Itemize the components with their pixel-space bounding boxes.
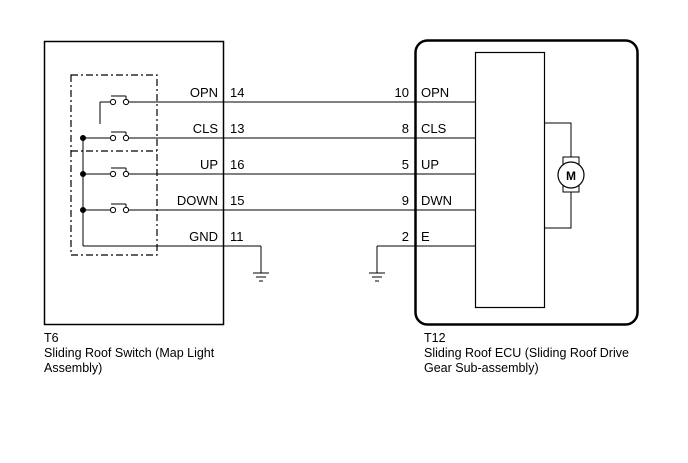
switch-pin-number: 14 — [230, 85, 244, 100]
switch-pin-number: 13 — [230, 121, 244, 136]
switch-contact-icon — [100, 95, 223, 106]
switch-pin-label: DOWN — [177, 193, 218, 208]
switch-internal-wiring — [82, 102, 223, 247]
switch-unit-code: T6 — [44, 331, 59, 345]
motor-label: M — [566, 169, 576, 183]
switch-pin-label: UP — [200, 157, 218, 172]
ecu-pin-number: 10 — [395, 85, 409, 100]
ecu-unit-name-line1: Sliding Roof ECU (Sliding Roof Drive — [424, 346, 629, 360]
motor-circuit — [545, 122, 572, 229]
ecu-pin-number: 5 — [402, 157, 409, 172]
ground-icon — [253, 272, 269, 282]
motor-icon: M — [557, 156, 585, 193]
switch-enclosure — [70, 74, 158, 256]
ground-icon — [369, 272, 385, 282]
switch-unit-name-line1: Sliding Roof Switch (Map Light — [44, 346, 215, 360]
ecu-internal-block — [474, 51, 546, 309]
switch-unit-caption: T6 Sliding Roof Switch (Map Light Assemb… — [44, 331, 214, 376]
ecu-unit-caption: T12 Sliding Roof ECU (Sliding Roof Drive… — [424, 331, 629, 376]
ecu-unit-box — [414, 39, 639, 326]
switch-contact-icon — [80, 203, 223, 214]
switch-unit-name-line2: Assembly) — [44, 361, 103, 375]
harness-wires — [223, 101, 415, 211]
switch-unit-box — [43, 40, 225, 326]
switch-contact-icon — [80, 167, 223, 178]
ecu-pin-number: 2 — [402, 229, 409, 244]
ecu-pin-stubs — [415, 101, 475, 247]
ecu-pin-number: 8 — [402, 121, 409, 136]
switch-pin-number: 15 — [230, 193, 244, 208]
switch-pin-number: 16 — [230, 157, 244, 172]
ecu-pin-label: CLS — [421, 121, 447, 136]
switch-pin-label: GND — [189, 229, 218, 244]
switch-pin-label: OPN — [190, 85, 218, 100]
ecu-pin-label: E — [421, 229, 430, 244]
ecu-pin-label: OPN — [421, 85, 449, 100]
ecu-pin-number: 9 — [402, 193, 409, 208]
ground-wiring — [223, 245, 415, 273]
switch-pin-label: CLS — [193, 121, 219, 136]
ecu-pin-label: DWN — [421, 193, 452, 208]
switch-contact-icon — [80, 131, 223, 142]
ecu-unit-code: T12 — [424, 331, 446, 345]
ecu-pin-label: UP — [421, 157, 439, 172]
ecu-unit-name-line2: Gear Sub-assembly) — [424, 361, 539, 375]
switch-pin-number: 11 — [230, 229, 244, 244]
